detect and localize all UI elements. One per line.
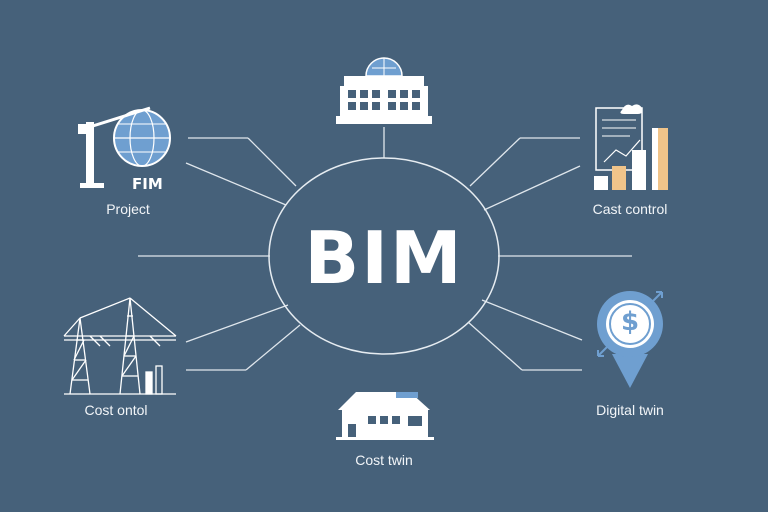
bim-center-label: BIM [304, 216, 464, 300]
dollar-pin-icon [597, 291, 663, 388]
crane-tower-icon [63, 297, 177, 395]
label-digital-twin: Digital twin [596, 402, 664, 418]
fim-icon-text: FIM [132, 175, 163, 193]
bim-center-ellipse [268, 157, 500, 355]
crane-globe-icon [78, 106, 171, 188]
connector-left-1b [247, 137, 297, 187]
connector-right-1b [469, 137, 521, 187]
label-cast-control: Cast control [592, 201, 668, 217]
connector-left-5b [245, 324, 301, 371]
connector-right-4 [481, 299, 583, 341]
label-cost-ontol: Cost ontol [84, 402, 148, 418]
label-project: Project [106, 201, 150, 217]
house-icon [336, 392, 434, 440]
label-cost-twin: Cost twin [355, 452, 413, 468]
connector-right-2 [483, 165, 581, 211]
connector-left-2 [185, 162, 287, 206]
dollar-sign-text: $ [621, 307, 640, 337]
bar-chart-document-icon [594, 104, 668, 190]
connector-left-4 [185, 304, 289, 343]
connector-lines [138, 127, 632, 371]
building-dome-icon [336, 57, 432, 124]
connector-right-5 [467, 321, 523, 371]
